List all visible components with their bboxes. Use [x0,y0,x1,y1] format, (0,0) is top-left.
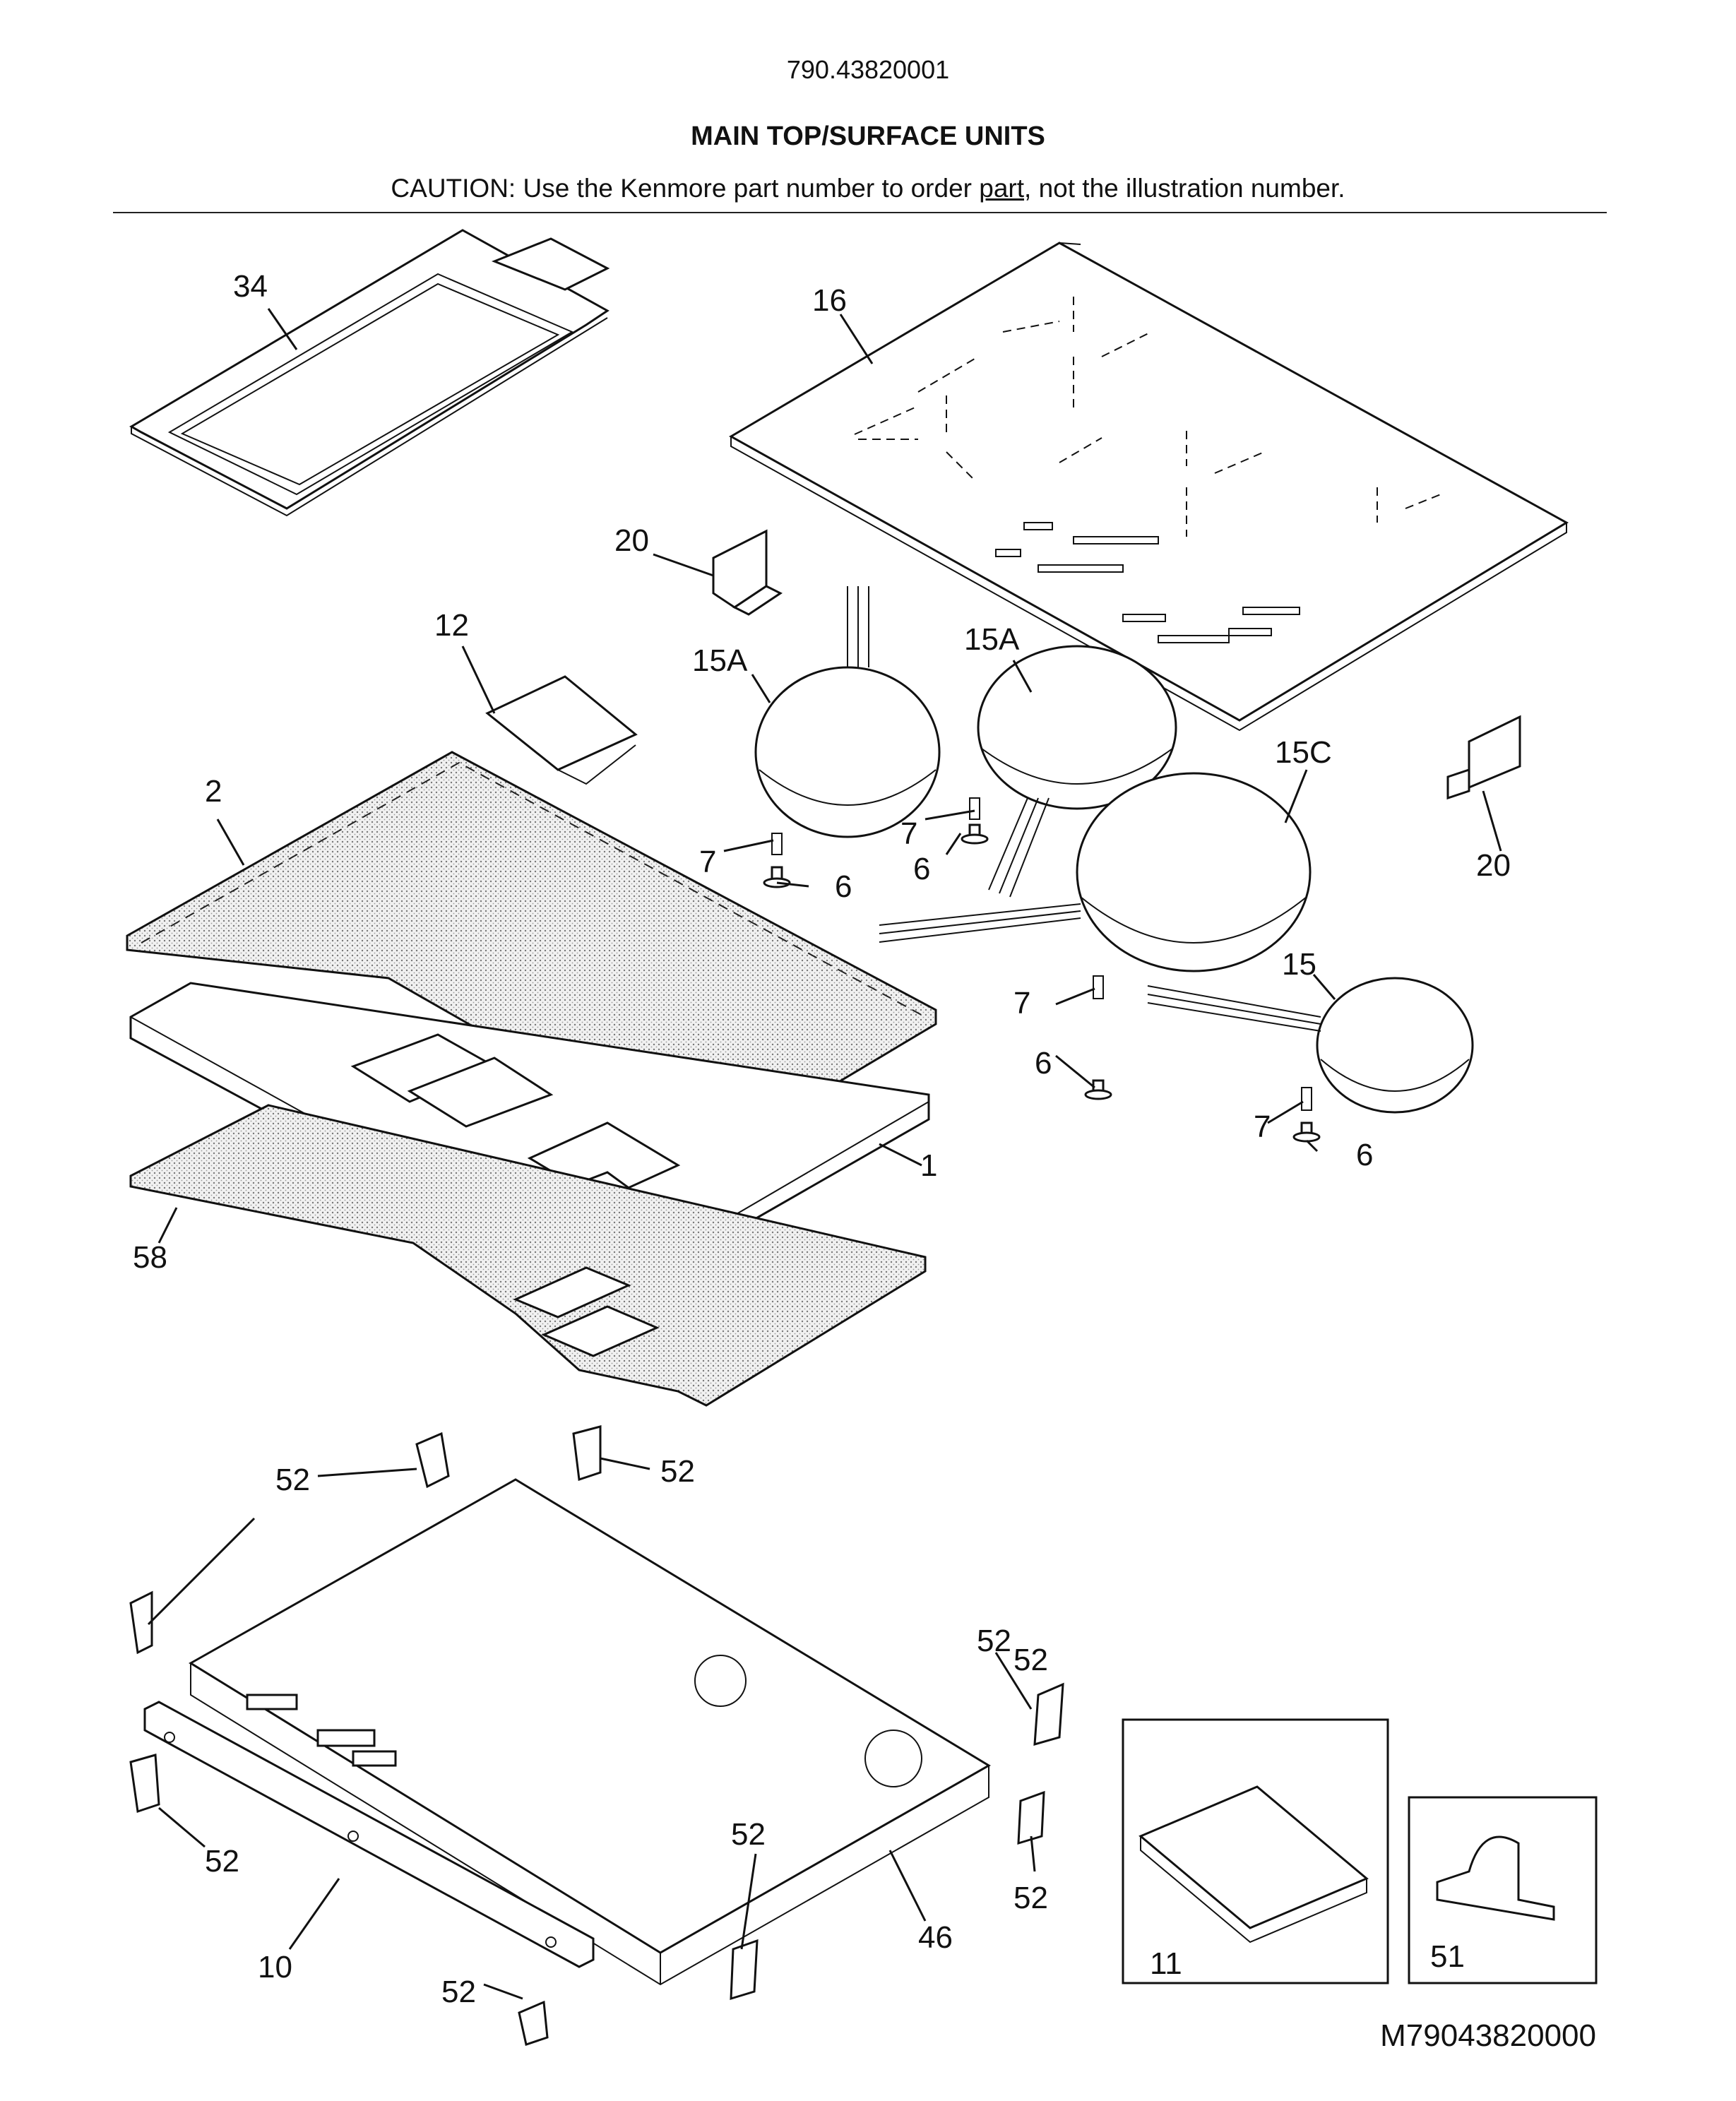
spring-screw-set-4 [1292,1087,1321,1143]
caution-suffix: , not the illustration number. [1024,174,1345,203]
callout-16: 16 [812,283,847,318]
callout-6-c: 6 [1035,1046,1052,1081]
diagram-reference-code: M79043820000 [1380,2018,1596,2053]
clamp-51-part [1436,1835,1555,1921]
callout-52-g: 52 [441,1975,476,2009]
callout-2: 2 [205,774,222,809]
glass-cooktop-part [728,242,1569,732]
caution-underlined-word: part [979,174,1025,203]
callout-52-h: 52 [1013,1643,1048,1677]
header-divider [113,212,1607,213]
callout-15a-right: 15A [964,622,1020,657]
clip-1 [415,1432,450,1489]
callout-15: 15 [1282,947,1316,982]
element-15c-part [879,772,1312,972]
callout-58: 58 [133,1240,167,1275]
callout-34: 34 [233,269,268,304]
mounting-bracket-part [485,675,638,785]
clip-6 [1017,1790,1045,1845]
callout-7-a: 7 [699,845,716,879]
callout-7-c: 7 [1013,986,1030,1020]
callout-52-d: 52 [205,1844,239,1879]
callout-52-e: 52 [731,1817,766,1852]
model-number: 790.43820001 [786,55,950,84]
callout-51: 51 [1430,1939,1465,1974]
callout-12: 12 [434,608,469,643]
caution-prefix: CAUTION: Use the Kenmore part number to … [391,174,980,203]
callout-6-b: 6 [913,852,930,886]
burner-box-part [189,1478,991,1986]
callout-15a-left: 15A [692,643,748,678]
insulation-bottom-part [129,1104,927,1407]
callout-52-c: 52 [977,1624,1011,1658]
callout-1: 1 [920,1148,937,1183]
callout-20-right: 20 [1476,848,1511,883]
leader-lines [147,308,1502,2000]
callout-46: 46 [918,1920,953,1955]
callout-52-f: 52 [1013,1881,1048,1915]
clip-2 [572,1425,602,1482]
griddle-part [129,229,610,517]
element-15-part [1147,977,1474,1114]
inset-box-51 [1408,1796,1598,1984]
clip-4 [1033,1682,1064,1746]
clip-3 [129,1590,153,1655]
callout-52-b: 52 [660,1454,695,1489]
element-15a-left-part [754,586,941,838]
clip-8 [518,2000,549,2046]
spring-screw-set-3 [1084,975,1112,1100]
callout-6-d: 6 [1356,1138,1373,1172]
callout-10: 10 [258,1950,292,1984]
bracket-left-part [712,529,783,616]
callout-20-left: 20 [614,523,649,558]
callout-15c: 15C [1275,735,1332,770]
page-title: MAIN TOP/SURFACE UNITS [691,121,1045,151]
clip-5 [129,1754,160,1813]
clip-7 [730,1939,759,2001]
callout-11: 11 [1150,1946,1182,1981]
front-trim-strip-part [143,1701,595,1968]
callout-7-b: 7 [900,816,917,851]
bracket-right-part [1446,715,1521,800]
bracket-11-part [1138,1785,1369,1944]
spring-screw-set-2 [961,797,989,845]
callout-7-d: 7 [1254,1109,1271,1144]
callout-52-a: 52 [275,1463,310,1497]
inset-box-11 [1122,1718,1389,1984]
callout-6-a: 6 [835,869,852,904]
caution-note: CAUTION: Use the Kenmore part number to … [0,174,1736,203]
